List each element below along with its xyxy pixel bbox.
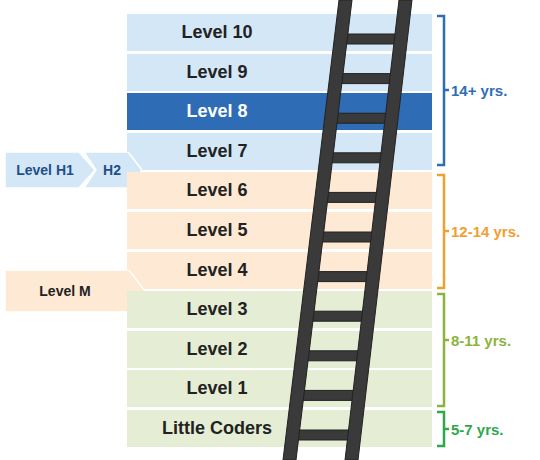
level-name: Level 10: [181, 22, 252, 43]
level-band: Level 2: [127, 331, 432, 368]
ladder-rung: [319, 192, 384, 202]
age-label: 12-14 yrs.: [451, 223, 520, 240]
level-name: Level 4: [186, 260, 247, 281]
level-name: Little Coders: [162, 418, 272, 439]
ladder-rung: [329, 113, 394, 123]
ladder-rung: [300, 351, 366, 361]
ladder-rung: [295, 390, 361, 400]
level-band: Level 3: [127, 291, 432, 328]
level-name: Level 2: [186, 339, 247, 360]
age-label: 14+ yrs.: [451, 82, 507, 99]
level-band: Level 4: [127, 252, 432, 289]
age-bracket: [437, 294, 449, 406]
ladder-rung: [324, 153, 389, 163]
ladder-rung: [315, 232, 380, 242]
ladder-rung: [310, 272, 375, 282]
age-bracket: [437, 175, 449, 288]
ladder-rail: [283, 0, 352, 460]
level-name: Level M: [39, 283, 90, 299]
track-arrow: Level M: [5, 270, 145, 312]
level-name: Level 7: [186, 141, 247, 162]
level-name: Level 9: [186, 62, 247, 83]
level-band: Little Coders: [127, 410, 432, 447]
ladder-rung: [334, 74, 398, 84]
ladder-rail: [345, 0, 412, 460]
level-name: Level 6: [186, 180, 247, 201]
age-bracket: [437, 16, 449, 165]
level-name: Level 5: [186, 220, 247, 241]
level-name: Level H1: [16, 162, 74, 178]
level-name: Level 3: [186, 299, 247, 320]
level-name: Level 1: [186, 378, 247, 399]
age-label: 5-7 yrs.: [451, 421, 504, 438]
level-band: Level 10: [127, 14, 432, 51]
level-band: Level 9: [127, 54, 432, 91]
age-label: 8-11 yrs.: [451, 332, 511, 349]
track-arrow: Level H1: [5, 152, 95, 188]
level-band: Level 1: [127, 370, 432, 407]
level-name: H2: [103, 162, 121, 178]
level-name: Level 8: [186, 101, 247, 122]
ladder-rung: [305, 311, 370, 321]
age-bracket: [437, 412, 449, 446]
ladder-rung: [339, 34, 403, 44]
ladder-rung: [291, 430, 357, 440]
